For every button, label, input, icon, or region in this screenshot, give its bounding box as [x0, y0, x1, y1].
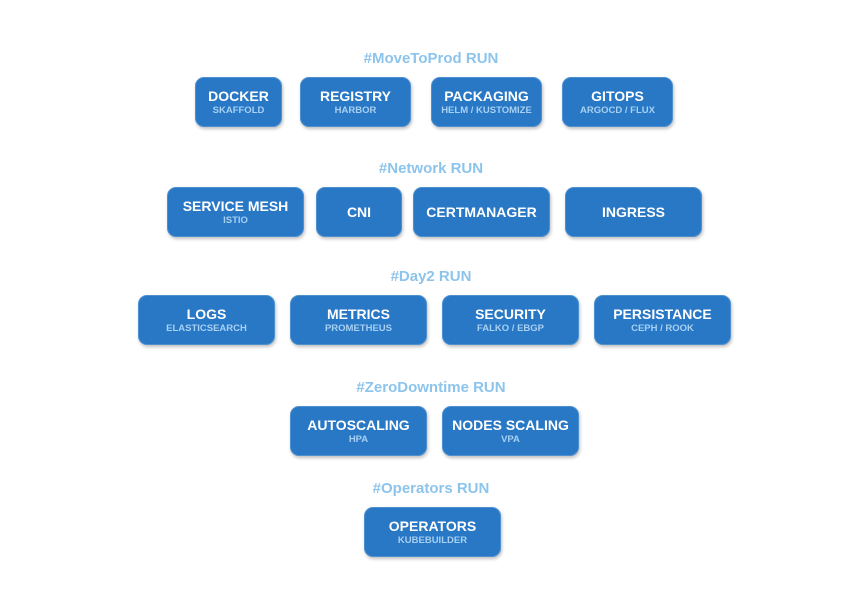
- card-sublabel: HPA: [348, 433, 369, 445]
- section-title-day2: #Day2 RUN: [390, 268, 472, 285]
- card-label: OPERATORS: [388, 517, 477, 534]
- card-gitops: GITOPS ARGOCD / FLUX: [562, 77, 673, 127]
- card-metrics: METRICS PROMETHEUS: [290, 295, 427, 345]
- card-sublabel: VPA: [501, 433, 520, 445]
- card-sublabel: PROMETHEUS: [324, 322, 393, 334]
- card-label: METRICS: [327, 305, 390, 322]
- card-persistance: PERSISTANCE CEPH / ROOK: [594, 295, 731, 345]
- card-docker: DOCKER SKAFFOLD: [195, 77, 282, 127]
- card-label: SECURITY: [475, 305, 546, 322]
- card-label: GITOPS: [591, 87, 644, 104]
- section-title-zerodowntime: #ZeroDowntime RUN: [356, 379, 506, 396]
- card-sublabel: ELASTICSEARCH: [166, 322, 247, 334]
- card-cni: CNI: [316, 187, 402, 237]
- card-label: INGRESS: [601, 204, 665, 220]
- card-nodes-scaling: NODES SCALING VPA: [442, 406, 579, 456]
- card-label: CNI: [346, 204, 372, 220]
- card-packaging: PACKAGING HELM / KUSTOMIZE: [431, 77, 542, 127]
- card-registry: REGISTRY HARBOR: [300, 77, 411, 127]
- card-sublabel: KUBEBUILDER: [397, 534, 468, 546]
- card-label: REGISTRY: [319, 87, 392, 104]
- card-sublabel: ARGOCD / FLUX: [580, 104, 655, 116]
- card-operators: OPERATORS KUBEBUILDER: [364, 507, 501, 557]
- card-label: AUTOSCALING: [307, 416, 410, 433]
- card-sublabel: FALKO / EBGP: [476, 322, 545, 334]
- card-autoscaling: AUTOSCALING HPA: [290, 406, 427, 456]
- card-label: SERVICE MESH: [182, 197, 289, 214]
- card-certmanager: CERTMANAGER: [413, 187, 550, 237]
- card-ingress: INGRESS: [565, 187, 702, 237]
- card-sublabel: HARBOR: [334, 104, 377, 116]
- card-label: CERTMANAGER: [426, 204, 537, 220]
- card-service-mesh: SERVICE MESH ISTIO: [167, 187, 304, 237]
- card-label: PACKAGING: [444, 87, 529, 104]
- card-sublabel: HELM / KUSTOMIZE: [441, 104, 532, 116]
- card-label: DOCKER: [208, 87, 269, 104]
- card-label: PERSISTANCE: [613, 305, 712, 322]
- card-sublabel: ISTIO: [223, 214, 248, 226]
- card-sublabel: CEPH / ROOK: [631, 322, 694, 334]
- card-sublabel: SKAFFOLD: [212, 104, 265, 116]
- card-label: NODES SCALING: [452, 416, 569, 433]
- card-logs: LOGS ELASTICSEARCH: [138, 295, 275, 345]
- section-title-movetoprod: #MoveToProd RUN: [363, 50, 499, 67]
- card-security: SECURITY FALKO / EBGP: [442, 295, 579, 345]
- card-label: LOGS: [186, 305, 227, 322]
- section-title-operators: #Operators RUN: [372, 480, 490, 497]
- section-title-network: #Network RUN: [378, 160, 484, 177]
